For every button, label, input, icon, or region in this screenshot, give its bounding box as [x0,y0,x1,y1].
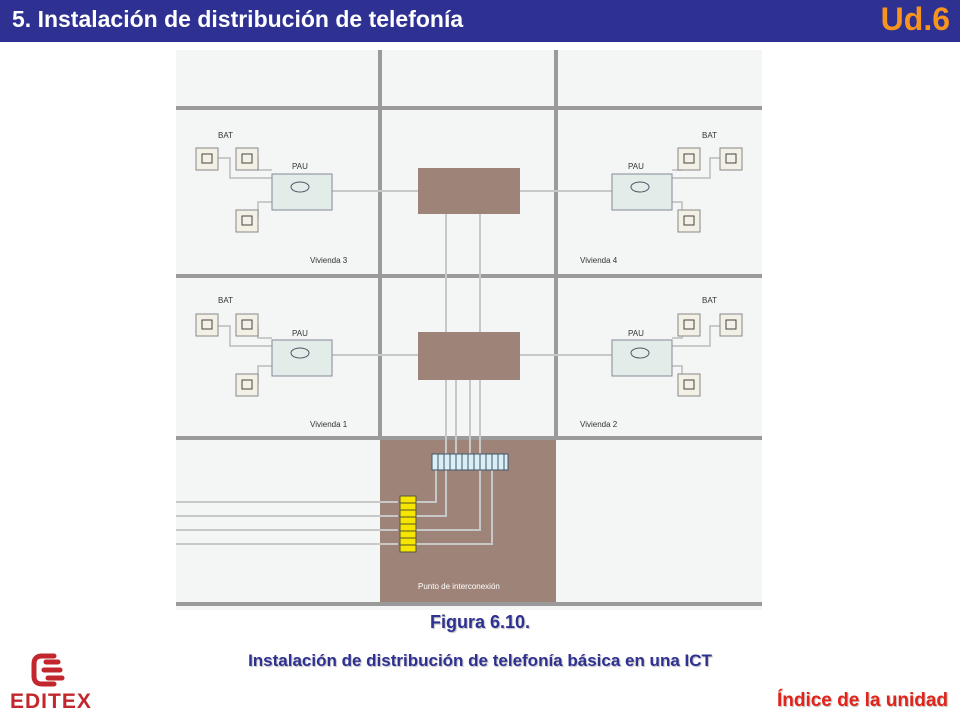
editex-logo: EDITEX [10,653,92,713]
pau-box-icon [630,181,650,193]
pau-box-icon [630,347,650,359]
header-bar: 5. Instalación de distribución de telefo… [0,0,960,42]
telephone-socket-icon [201,153,213,164]
telephone-socket-icon [719,313,743,337]
telephone-socket-icon [677,209,701,233]
connection-block-horizontal [431,453,509,471]
pau-box-icon [290,181,310,193]
dwelling-label: Vivienda 2 [580,420,618,429]
secondary-register-lower [418,332,520,380]
editex-logo-icon [31,653,65,687]
telephone-socket-icon [725,153,737,164]
dwelling-3: BAT PAU Vivienda 3 [195,131,348,265]
telephone-socket-icon [241,319,253,330]
interconnection-label: Punto de interconexión [418,582,500,591]
telephone-socket-icon [195,313,219,337]
pau-label: PAU [628,329,644,338]
telephone-socket-icon [195,147,219,171]
bat-label: BAT [218,131,233,140]
dwelling-label: Vivienda 3 [310,256,348,265]
telephone-socket-icon [235,147,259,171]
telephone-socket-icon [241,215,253,226]
telephone-socket-icon [235,313,259,337]
bat-label: BAT [702,296,717,305]
bat-label: BAT [702,131,717,140]
dwelling-label: Vivienda 4 [580,256,618,265]
dwelling-label: Vivienda 1 [310,420,348,429]
editex-logo-text: EDITEX [10,690,92,713]
telephone-socket-icon [677,313,701,337]
unit-index-link[interactable]: Índice de la unidad [776,690,948,711]
figure-caption: Instalación de distribución de telefonía… [248,651,712,670]
dwelling-1: BAT PAU Vivienda 1 [195,296,348,429]
dwelling-2: BAT PAU Vivienda 2 [580,296,743,429]
telephone-socket-icon [241,379,253,390]
page-title: 5. Instalación de distribución de telefo… [12,6,464,32]
telephone-socket-icon [683,153,695,164]
bat-label: BAT [218,296,233,305]
connection-block-vertical [399,495,417,553]
pau-label: PAU [292,329,308,338]
telephone-socket-icon [725,319,737,330]
telephone-socket-icon [683,215,695,226]
telephone-socket-icon [235,209,259,233]
telephone-socket-icon [677,373,701,397]
telephony-distribution-diagram: BAT PAU Vivienda 3 BAT PAU Vivienda 4 [176,50,762,610]
secondary-register-upper [418,168,520,214]
telephone-socket-icon [719,147,743,171]
pau-box-icon [290,347,310,359]
pau-label: PAU [292,162,308,171]
telephone-socket-icon [241,153,253,164]
figure-number: Figura 6.10. [429,612,531,632]
unit-badge: Ud.6 [880,1,950,37]
telephone-socket-icon [235,373,259,397]
telephone-socket-icon [201,319,213,330]
telephone-socket-icon [683,319,695,330]
pau-label: PAU [628,162,644,171]
telephone-socket-icon [683,379,695,390]
telephone-socket-icon [677,147,701,171]
dwelling-4: BAT PAU Vivienda 4 [580,131,743,265]
